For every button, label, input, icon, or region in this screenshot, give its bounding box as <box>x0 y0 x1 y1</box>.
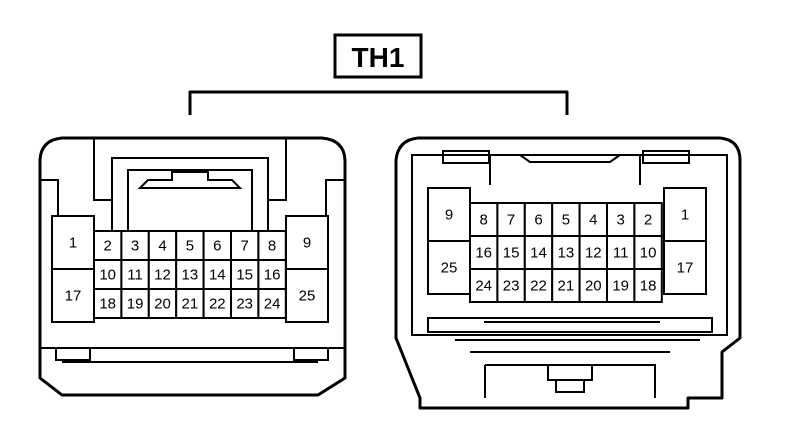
pin-middle-row-cavity <box>257 259 287 290</box>
right-bottom-tab <box>547 365 593 393</box>
pin-right-column-label: 17 <box>677 260 694 277</box>
left-latch-inner <box>127 169 253 230</box>
pin-right-column-cavity <box>663 240 707 295</box>
pin-top-row-label: 6 <box>213 238 221 255</box>
pin-top-row-label: 5 <box>562 212 570 229</box>
left-latch-frame <box>111 157 269 230</box>
pin-left-column-label: 25 <box>441 260 458 277</box>
pin-bottom-row-label: 21 <box>182 296 199 313</box>
pin-middle-row-label: 12 <box>154 267 171 284</box>
pin-left-column-label: 17 <box>65 288 82 305</box>
pin-left-column-cavity <box>51 268 95 323</box>
pin-bottom-row-label: 19 <box>127 296 144 313</box>
right-top-key <box>489 154 641 185</box>
pin-bottom-row-label: 23 <box>236 296 253 313</box>
pin-left-column-cavity <box>427 240 471 295</box>
right-connector <box>394 136 742 410</box>
pin-middle-row-label: 14 <box>209 267 226 284</box>
pin-top-row-cavity <box>93 230 123 261</box>
pin-middle-row-label: 13 <box>558 245 575 262</box>
pin-middle-row-label: 16 <box>264 267 281 284</box>
pin-top-row-label: 4 <box>589 212 597 229</box>
pin-middle-row-label: 10 <box>99 267 116 284</box>
pin-top-row-label: 7 <box>507 212 515 229</box>
pin-bottom-row-label: 19 <box>612 278 629 295</box>
left-side-rails <box>40 179 345 215</box>
pin-right-column-cavity <box>285 215 329 270</box>
left-latch-left <box>93 138 113 230</box>
pin-middle-row-label: 12 <box>585 245 602 262</box>
pin-middle-row-label: 16 <box>475 245 492 262</box>
pin-middle-row-label: 14 <box>530 245 547 262</box>
pin-middle-row-label: 10 <box>640 245 657 262</box>
pin-bottom-row-cavity <box>230 288 260 319</box>
pin-top-row-label: 7 <box>241 238 249 255</box>
pin-bottom-row-label: 20 <box>585 278 602 295</box>
pin-top-row-label: 2 <box>104 238 112 255</box>
pin-top-row-cavity <box>578 202 608 237</box>
left-latch-right <box>267 138 287 230</box>
right-housing-outline <box>394 136 742 410</box>
pin-bottom-row-cavity <box>120 288 150 319</box>
right-pin-cavities: 8 7 6 5 4 3 2 16 15 14 13 12 11 10 24 23 22 21 20 19 18 9 25 1 1… <box>427 187 707 303</box>
pin-top-row-label: 4 <box>158 238 166 255</box>
left-lock-tab <box>137 171 243 189</box>
pin-right-column-cavity <box>663 187 707 242</box>
pin-right-column-label: 25 <box>299 288 316 305</box>
pin-bottom-row-label: 20 <box>154 296 171 313</box>
left-base-rails <box>40 347 345 363</box>
pin-bottom-row-cavity <box>469 268 499 303</box>
pin-bottom-row-label: 24 <box>475 278 492 295</box>
left-housing-outline <box>38 136 347 397</box>
pin-bottom-row-cavity <box>202 288 233 319</box>
pin-top-row-label: 5 <box>186 238 194 255</box>
pin-top-row-cavity <box>202 230 233 261</box>
pin-middle-row-cavity <box>633 235 663 270</box>
pin-left-column-cavity <box>427 187 471 242</box>
pin-top-row-label: 3 <box>131 238 139 255</box>
pin-bottom-row-label: 23 <box>503 278 520 295</box>
pin-bottom-row-cavity <box>257 288 287 319</box>
right-top-slot-left <box>442 150 490 164</box>
pin-right-column-label: 9 <box>303 235 311 252</box>
pin-left-column-label: 1 <box>69 235 77 252</box>
pin-top-row-label: 8 <box>480 212 488 229</box>
left-connector <box>38 136 347 397</box>
pin-top-row-label: 6 <box>534 212 542 229</box>
pin-bottom-row-label: 24 <box>264 296 281 313</box>
pin-left-column-label: 9 <box>445 207 453 224</box>
pin-middle-row-label: 11 <box>613 245 629 262</box>
label-bracket <box>188 90 569 115</box>
connector-label: TH1 <box>352 42 405 73</box>
pin-bottom-row-label: 22 <box>209 296 226 313</box>
pin-middle-row-label: 13 <box>182 267 199 284</box>
pin-bottom-row-label: 18 <box>640 278 657 295</box>
pin-right-column-label: 1 <box>681 207 689 224</box>
right-bottom-ledge <box>427 317 713 333</box>
pin-middle-row-cavity <box>551 235 581 270</box>
pin-top-row-label: 2 <box>644 212 652 229</box>
pin-top-row-label: 3 <box>617 212 625 229</box>
pin-bottom-row-label: 22 <box>530 278 547 295</box>
right-bottom-latch <box>455 339 700 398</box>
pin-right-column-cavity <box>285 268 329 323</box>
pin-middle-row-label: 11 <box>127 267 143 284</box>
right-top-slot-right <box>642 150 690 164</box>
pin-top-row-cavity <box>633 202 663 237</box>
pin-middle-row-label: 15 <box>236 267 253 284</box>
pin-top-row-label: 8 <box>268 238 276 255</box>
pin-middle-row-label: 15 <box>503 245 520 262</box>
pin-bottom-row-label: 18 <box>99 296 116 313</box>
pin-bottom-row-label: 21 <box>558 278 575 295</box>
connector-label-box <box>333 33 423 79</box>
pin-bottom-row-cavity <box>633 268 663 303</box>
